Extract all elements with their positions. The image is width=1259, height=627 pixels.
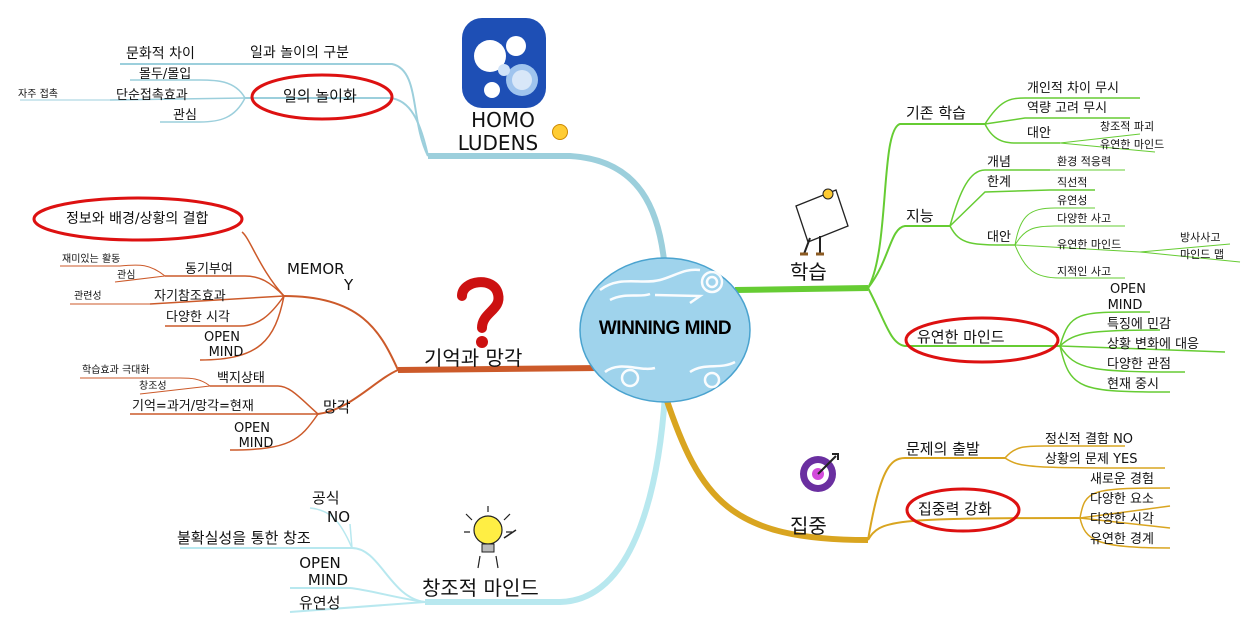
node-memory-line1: MEMOR bbox=[287, 260, 345, 278]
node-alt2: 대안 bbox=[987, 230, 1011, 245]
node-flexible-mind-small: 유연한 마인드 bbox=[1100, 138, 1165, 151]
node-alt: 대안 bbox=[1027, 126, 1051, 141]
node-frequent-contact: 자주 접촉 bbox=[18, 89, 58, 100]
node-limit: 한계 bbox=[987, 175, 1011, 190]
node-new-exp: 새로운 경험 bbox=[1090, 472, 1154, 487]
highlight-oval-flexible-mind bbox=[904, 316, 1060, 364]
node-creative-mind: MIND bbox=[307, 571, 349, 589]
highlight-oval-focus-enhance bbox=[905, 487, 1021, 533]
node-uncertain: 불확실성을 통한 창조 bbox=[177, 529, 311, 547]
homo-ludens-title-line1: HOMO bbox=[471, 108, 535, 132]
node-intel: 지능 bbox=[906, 207, 934, 225]
node-flex: 유연성 bbox=[299, 594, 341, 612]
node-creative-destroy: 창조적 파괴 bbox=[1100, 120, 1155, 133]
center-decoration-icon bbox=[599, 268, 736, 389]
node-mem-past: 기억=과거/망각=현재 bbox=[132, 399, 254, 414]
node-interest: 관심 bbox=[173, 108, 197, 123]
sign-holder-icon bbox=[795, 188, 849, 256]
node-radial: 방사사고 bbox=[1180, 231, 1221, 244]
node-open-mind-1: OPEN bbox=[203, 330, 240, 345]
smiley-icon bbox=[552, 124, 568, 140]
focus-connectors bbox=[662, 394, 1171, 549]
node-formula: 공식 bbox=[312, 489, 340, 507]
node-learning-mind: MIND bbox=[1107, 298, 1143, 313]
node-concept: 개념 bbox=[987, 155, 1011, 170]
node-mental-no: 정신적 결함 NO bbox=[1045, 432, 1134, 447]
creative-branch-title: 창조적 마인드 bbox=[422, 576, 539, 600]
node-enhance: 집중력 강화 bbox=[918, 500, 992, 518]
node-relevance: 관련성 bbox=[74, 291, 102, 302]
question-mark-icon bbox=[457, 277, 504, 348]
node-adapt-change: 상황 변화에 대응 bbox=[1107, 337, 1199, 352]
highlight-oval-work-play bbox=[250, 73, 394, 121]
node-fun-activity: 재미있는 활동 bbox=[62, 254, 121, 265]
node-no: NO bbox=[327, 508, 351, 526]
memory-branch-title: 기억과 망각 bbox=[424, 346, 523, 370]
node-sensitive: 특징에 민감 bbox=[1107, 317, 1171, 332]
learning-connectors bbox=[734, 97, 1241, 393]
node-flex-boundary: 유연한 경계 bbox=[1090, 532, 1154, 547]
node-open-mind-2b: MIND bbox=[238, 436, 274, 451]
focus-branch-title: 집중 bbox=[790, 514, 827, 538]
node-cultural-diff: 문화적 차이 bbox=[126, 46, 195, 62]
highlight-ovals bbox=[32, 73, 1060, 533]
node-diverse-view-focus: 다양한 시각 bbox=[1090, 512, 1154, 527]
homo-ludens-title-line2: LUDENS bbox=[457, 131, 539, 155]
node-start: 문제의 출발 bbox=[906, 440, 980, 458]
node-learning-max: 학습효과 극대화 bbox=[82, 365, 150, 376]
highlight-oval-info-combine bbox=[32, 196, 244, 242]
node-diverse-thinking: 다양한 사고 bbox=[1057, 212, 1112, 225]
node-open-mind-1b: MIND bbox=[208, 345, 244, 360]
node-simple-contact: 단순접촉효과 bbox=[116, 88, 188, 103]
node-info-combine: 정보와 배경/상황의 결합 bbox=[66, 211, 209, 227]
node-immersion: 몰두/몰입 bbox=[139, 67, 192, 82]
node-self-ref: 자기참조효과 bbox=[154, 289, 226, 304]
node-blank-state: 백지상태 bbox=[217, 371, 265, 386]
node-diverse-elem: 다양한 요소 bbox=[1090, 492, 1154, 507]
creative-connectors bbox=[180, 394, 668, 613]
node-diverse-view: 다양한 시각 bbox=[166, 310, 230, 325]
target-dart-icon bbox=[800, 453, 839, 492]
homo-ludens-logo bbox=[462, 18, 546, 108]
learning-branch-title: 학습 bbox=[790, 260, 827, 284]
lightbulb-icon bbox=[464, 506, 517, 569]
node-flexible-mind2: 유연한 마인드 bbox=[1057, 238, 1122, 251]
homo-ludens-connectors bbox=[20, 63, 668, 271]
node-env-adapt: 환경 적응력 bbox=[1057, 155, 1112, 168]
node-motivation: 동기부여 bbox=[185, 262, 233, 277]
node-linear: 직선적 bbox=[1057, 176, 1088, 189]
node-existing: 기존 학습 bbox=[906, 104, 966, 122]
node-situation-yes: 상황의 문제 YES bbox=[1045, 452, 1138, 467]
node-forget: 망각 bbox=[323, 398, 351, 416]
node-intellectual: 지적인 사고 bbox=[1057, 265, 1112, 278]
node-diverse-view-learning: 다양한 관점 bbox=[1107, 357, 1171, 372]
node-open-mind-2: OPEN bbox=[233, 421, 270, 436]
node-ignore-ability: 역량 고려 무시 bbox=[1027, 101, 1108, 116]
node-flexibility: 유연성 bbox=[1057, 194, 1088, 207]
center-title: WINNING MIND bbox=[598, 318, 732, 339]
node-distinction: 일과 놀이의 구분 bbox=[250, 45, 350, 61]
node-memory-line2: Y bbox=[344, 276, 354, 294]
node-learning-open: OPEN bbox=[1109, 282, 1146, 297]
node-interest-small: 관심 bbox=[117, 270, 136, 281]
memory-connectors bbox=[60, 231, 601, 451]
node-flexible-mind: 유연한 마인드 bbox=[917, 328, 1005, 346]
center-oval bbox=[579, 257, 751, 403]
node-work-play: 일의 놀이화 bbox=[283, 87, 357, 105]
node-ignore-indiv: 개인적 차이 무시 bbox=[1027, 81, 1119, 96]
node-present: 현재 중시 bbox=[1107, 377, 1159, 392]
node-creativity: 창조성 bbox=[139, 381, 167, 392]
node-mindmap: 마인드 맵 bbox=[1180, 248, 1224, 261]
node-creative-open: OPEN bbox=[299, 554, 341, 572]
